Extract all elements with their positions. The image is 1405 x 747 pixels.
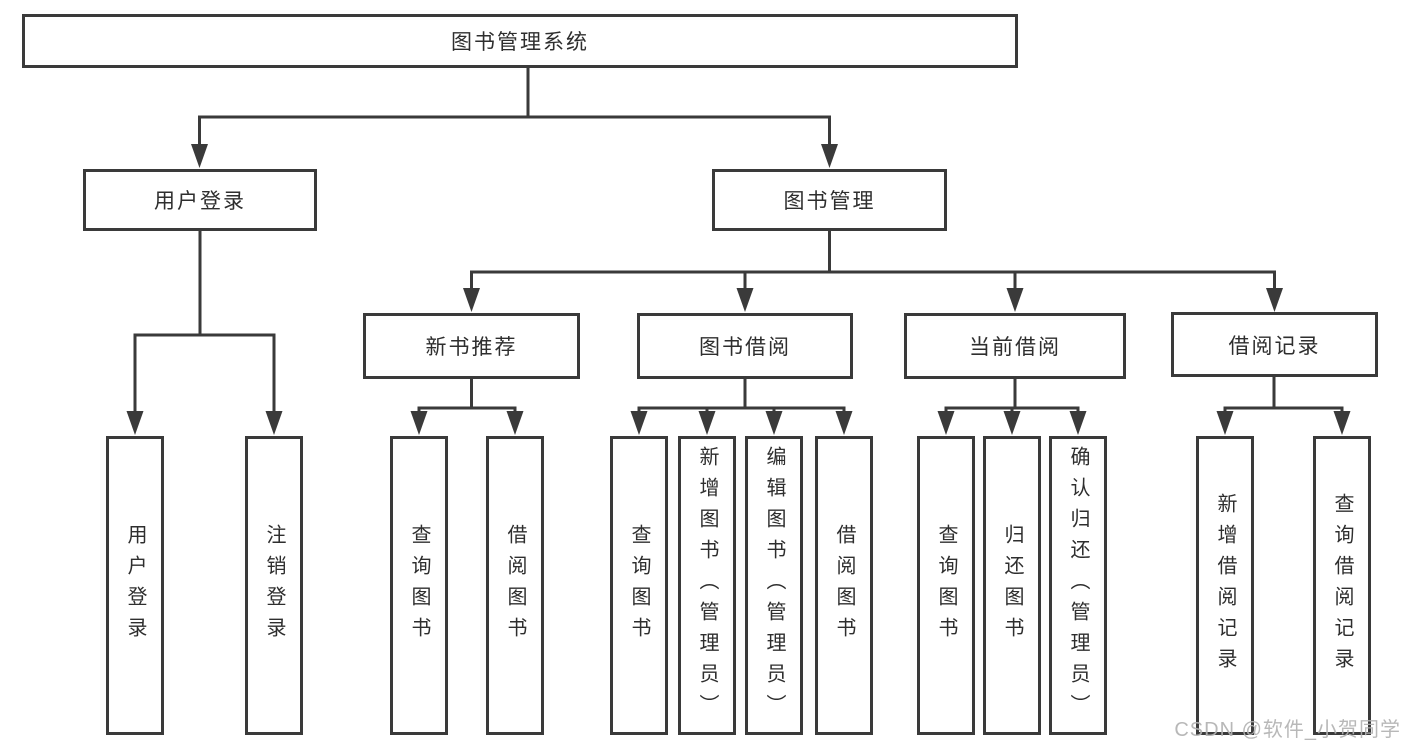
node-current-borrow: 当前借阅: [904, 313, 1126, 379]
leaf-borrow-books-recommend: 借阅图书: [486, 436, 544, 735]
leaf-add-books-admin: 新增图书（管理员）: [678, 436, 736, 735]
node-book-borrow: 图书借阅: [637, 313, 853, 379]
node-borrow-records: 借阅记录: [1171, 312, 1378, 377]
leaf-query-books-current: 查询图书: [917, 436, 975, 735]
node-book-management: 图书管理: [712, 169, 947, 231]
leaf-query-borrow-record: 查询借阅记录: [1313, 436, 1371, 735]
leaf-query-books-borrow: 查询图书: [610, 436, 668, 735]
leaf-query-books-recommend: 查询图书: [390, 436, 448, 735]
watermark: CSDN @软件_小贺同学: [1174, 719, 1401, 741]
leaf-edit-books-admin: 编辑图书（管理员）: [745, 436, 803, 735]
leaf-user-login: 用户登录: [106, 436, 164, 735]
leaf-return-books: 归还图书: [983, 436, 1041, 735]
leaf-borrow-books: 借阅图书: [815, 436, 873, 735]
leaf-logout: 注销登录: [245, 436, 303, 735]
node-new-book-recommend: 新书推荐: [363, 313, 580, 379]
node-user-login: 用户登录: [83, 169, 317, 231]
node-library-system: 图书管理系统: [22, 14, 1018, 68]
leaf-confirm-return-admin: 确认归还（管理员）: [1049, 436, 1107, 735]
leaf-add-borrow-record: 新增借阅记录: [1196, 436, 1254, 735]
